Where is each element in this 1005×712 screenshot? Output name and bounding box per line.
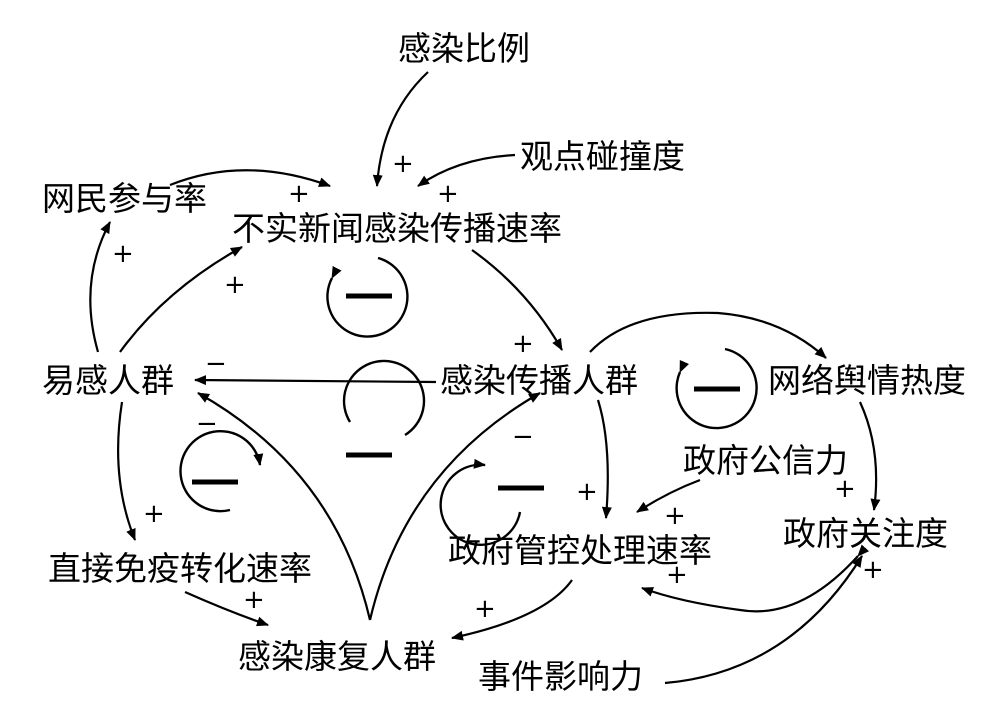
node-gov-credibility: 政府公信力 <box>683 441 848 480</box>
sign-netizen: + <box>288 179 310 209</box>
edge-recovered-to-infected <box>368 392 541 621</box>
sign-recovered-to-infected: − <box>512 422 534 452</box>
sign-event-impact: + <box>862 555 884 585</box>
node-online-heat: 网络舆情热度 <box>768 361 966 400</box>
loop-symbol-3 <box>342 359 426 458</box>
edge-infected-to-susceptible <box>194 375 437 386</box>
edge-fake-news-to-infected <box>471 249 563 351</box>
edge-gov-control-to-recovered <box>451 579 573 641</box>
edge-gov-attention-gov-control <box>641 544 870 613</box>
node-direct-immunity-rate: 直接免疫转化速率 <box>48 549 312 588</box>
edge-infected-to-online-heat <box>589 311 827 359</box>
sign-immunity-to-recovered: + <box>243 585 265 615</box>
loop-symbol-4 <box>179 429 264 513</box>
node-infection-ratio: 感染比例 <box>398 29 530 68</box>
node-fake-news-rate: 不实新闻感染传播速率 <box>232 209 562 248</box>
loop-symbol-2 <box>675 347 758 430</box>
edge-event-impact-to-gov-attention <box>664 555 863 685</box>
sign-susceptible-to-immunity: + <box>143 499 165 529</box>
sign-online-heat: + <box>834 474 856 504</box>
sign-fake-news-to-infected: + <box>512 329 534 359</box>
edge-susceptible-to-netizen <box>89 221 111 353</box>
sign-opinion-collision: + <box>437 179 459 209</box>
sign-infection-ratio: + <box>392 149 414 179</box>
node-event-impact: 事件影响力 <box>478 657 643 696</box>
sign-susceptible-to-netizen: + <box>112 239 134 269</box>
edge-susceptible-to-fake-news <box>119 246 243 353</box>
edge-gov-credibility-to-gov-control <box>636 478 701 513</box>
sign-infected-to-gov-control: + <box>576 477 598 507</box>
node-opinion-collision: 观点碰撞度 <box>520 137 685 176</box>
edge-infection-ratio-to-fake-news <box>372 71 429 187</box>
edge-opinion-collision-to-fake-news <box>417 153 516 187</box>
edge-susceptible-to-direct-immunity <box>117 401 137 541</box>
sign-susceptible-to-fake-news: + <box>224 270 246 300</box>
sign-gov-attention-to-control: + <box>666 560 688 590</box>
node-susceptible: 易感人群 <box>42 361 174 400</box>
node-netizen-participation: 网民参与率 <box>42 179 207 218</box>
loop-symbol-1 <box>326 256 409 338</box>
edge-recovered-to-susceptible <box>197 392 372 621</box>
sign-gov-credibility: + <box>664 501 686 531</box>
edge-infected-to-gov-control <box>596 399 612 519</box>
node-gov-attention: 政府关注度 <box>783 514 948 553</box>
edge-online-heat-to-gov-attention <box>858 401 881 511</box>
loop-symbol-5 <box>439 458 544 546</box>
sign-gov-control-to-recovered: + <box>474 594 496 624</box>
edge-netizen-to-fake-news <box>169 169 331 188</box>
node-recovered: 感染康复人群 <box>238 637 436 676</box>
edge-direct-immunity-to-recovered <box>184 590 269 627</box>
sign-infected-to-susceptible: − <box>205 349 227 379</box>
